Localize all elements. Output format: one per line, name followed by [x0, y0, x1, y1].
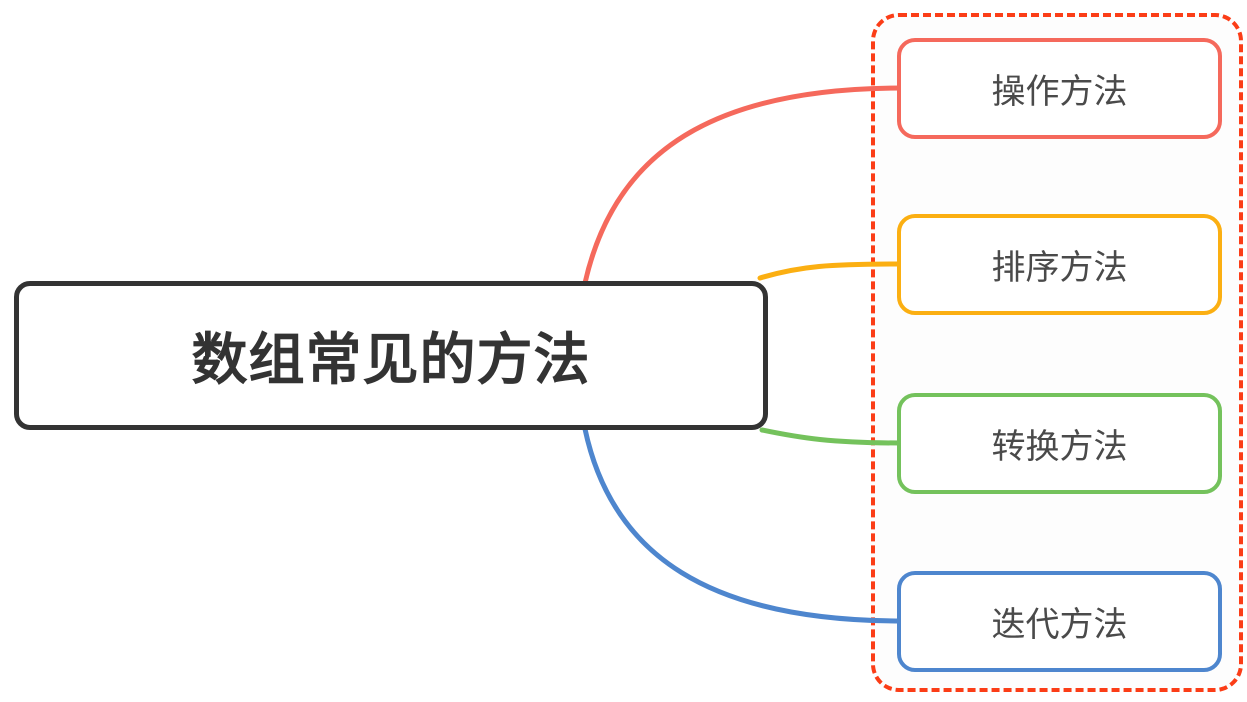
connector-operation-methods: [582, 85, 905, 286]
child-node-operation-methods[interactable]: 操作方法: [897, 38, 1222, 139]
connector-iteration-methods: [582, 426, 905, 624]
child-node-label: 迭代方法: [991, 606, 1128, 644]
child-node-sorting-methods[interactable]: 排序方法: [897, 214, 1222, 315]
child-node-iteration-methods[interactable]: 迭代方法: [897, 571, 1222, 672]
child-node-conversion-methods[interactable]: 转换方法: [897, 393, 1222, 494]
root-node[interactable]: 数组常见的方法: [14, 281, 768, 430]
child-node-label: 排序方法: [991, 249, 1128, 287]
root-node-label: 数组常见的方法: [191, 328, 591, 391]
child-node-label: 操作方法: [991, 73, 1128, 111]
child-node-label: 转换方法: [991, 428, 1128, 466]
